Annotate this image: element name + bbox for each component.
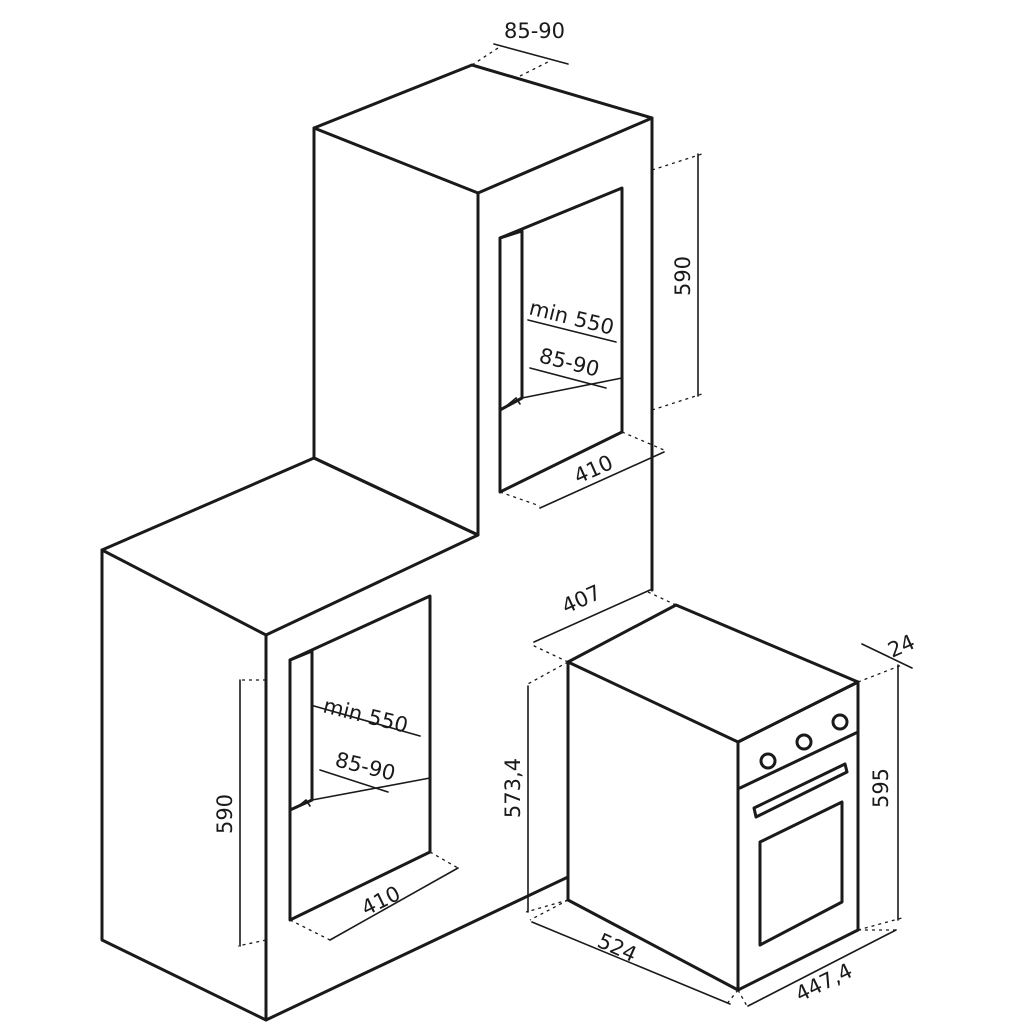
lower-height-label: 590 <box>213 794 237 834</box>
lower-inner-depth-label: 85-90 <box>333 748 398 786</box>
upper-top-depth-label: 85-90 <box>504 19 565 43</box>
lower-bottom-width-label: 410 <box>358 881 405 920</box>
upper-inner-depth-label: 85-90 <box>537 344 602 382</box>
dimension-extension-lines <box>237 47 903 1009</box>
upper-cabinet <box>312 63 654 592</box>
upper-bottom-width-label: 410 <box>570 450 616 488</box>
dimension-labels: 85-90 590 min 550 85-90 410 590 min 550 … <box>213 19 918 1006</box>
upper-height-label: 590 <box>671 256 695 296</box>
upper-min-depth-label: min 550 <box>527 296 617 340</box>
oven-body-height-label: 573,4 <box>501 758 525 818</box>
lower-cabinet <box>100 456 570 1022</box>
oven-overall-height-label: 595 <box>869 768 893 808</box>
oven-width-label: 447,4 <box>792 959 857 1007</box>
knob-2-icon[interactable] <box>795 733 813 751</box>
dimension-arrows <box>239 43 913 1007</box>
oven <box>566 603 860 992</box>
knob-1-icon[interactable] <box>759 752 777 770</box>
knob-3-icon[interactable] <box>831 713 849 731</box>
lower-min-depth-label: min 550 <box>321 694 411 738</box>
